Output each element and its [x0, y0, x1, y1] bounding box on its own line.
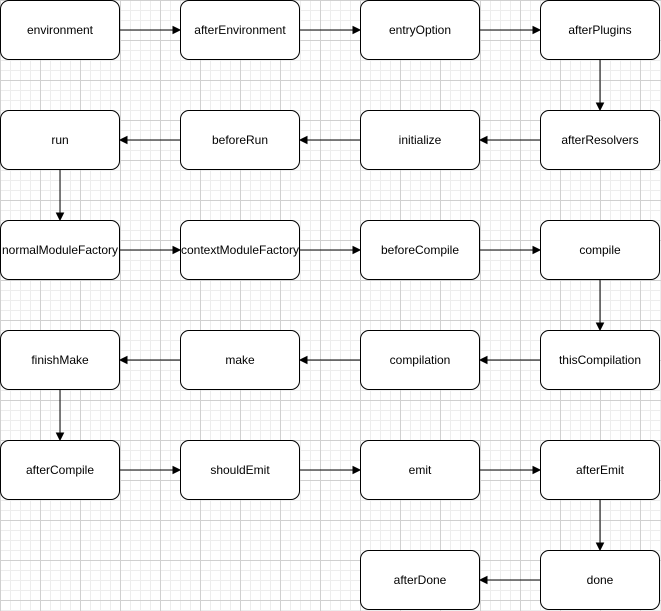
node-initialize[interactable]: initialize: [360, 110, 480, 170]
node-run[interactable]: run: [0, 110, 120, 170]
node-before-run[interactable]: beforeRun: [180, 110, 300, 170]
node-label: done: [586, 573, 614, 587]
edge-done-to-after-done: [478, 575, 540, 585]
node-label: run: [51, 133, 69, 147]
node-label: beforeCompile: [380, 243, 460, 257]
node-after-resolvers[interactable]: afterResolvers: [540, 110, 660, 170]
node-label: afterDone: [393, 573, 447, 587]
node-environment[interactable]: environment: [0, 0, 120, 60]
edge-context-module-factory-to-before-compile: [300, 245, 362, 255]
node-label: normalModuleFactory: [1, 243, 119, 257]
node-label: afterCompile: [25, 463, 95, 477]
edge-make-to-finish-make: [118, 355, 180, 365]
node-label: make: [225, 353, 255, 367]
edge-compile-to-this-compilation: [595, 280, 605, 332]
edge-environment-to-after-environment: [120, 25, 182, 35]
edge-after-resolvers-to-initialize: [478, 135, 540, 145]
node-label: afterEmit: [575, 463, 624, 477]
arrowhead-icon: [118, 355, 128, 365]
edge-this-compilation-to-compilation: [478, 355, 540, 365]
edge-after-compile-to-should-emit: [120, 465, 182, 475]
edge-after-environment-to-entry-option: [300, 25, 362, 35]
arrowhead-icon: [172, 465, 182, 475]
node-label: shouldEmit: [210, 463, 270, 477]
arrowhead-icon: [595, 322, 605, 332]
arrowhead-icon: [595, 102, 605, 112]
arrowhead-icon: [298, 135, 308, 145]
node-entry-option[interactable]: entryOption: [360, 0, 480, 60]
arrowhead-icon: [478, 575, 488, 585]
arrowhead-icon: [532, 245, 542, 255]
edge-before-compile-to-compile: [480, 245, 542, 255]
node-label: emit: [408, 463, 432, 477]
edge-finish-make-to-after-compile: [55, 390, 65, 442]
arrowhead-icon: [595, 542, 605, 552]
edge-entry-option-to-after-plugins: [480, 25, 542, 35]
arrowhead-icon: [55, 432, 65, 442]
arrowhead-icon: [478, 135, 488, 145]
edge-after-emit-to-done: [595, 500, 605, 552]
node-label: environment: [26, 23, 94, 37]
node-done[interactable]: done: [540, 550, 660, 610]
node-before-compile[interactable]: beforeCompile: [360, 220, 480, 280]
node-label: initialize: [398, 133, 442, 147]
node-after-plugins[interactable]: afterPlugins: [540, 0, 660, 60]
arrowhead-icon: [352, 25, 362, 35]
node-label: beforeRun: [211, 133, 269, 147]
node-normal-module-factory[interactable]: normalModuleFactory: [0, 220, 120, 280]
node-make[interactable]: make: [180, 330, 300, 390]
arrowhead-icon: [352, 465, 362, 475]
node-emit[interactable]: emit: [360, 440, 480, 500]
arrowhead-icon: [352, 245, 362, 255]
node-after-environment[interactable]: afterEnvironment: [180, 0, 300, 60]
edge-initialize-to-before-run: [298, 135, 360, 145]
arrowhead-icon: [532, 465, 542, 475]
arrowhead-icon: [55, 212, 65, 222]
arrowhead-icon: [172, 25, 182, 35]
node-label: contextModuleFactory: [180, 243, 300, 257]
node-after-done[interactable]: afterDone: [360, 550, 480, 610]
arrowhead-icon: [532, 25, 542, 35]
edge-before-run-to-run: [118, 135, 180, 145]
node-after-emit[interactable]: afterEmit: [540, 440, 660, 500]
edge-run-to-normal-module-factory: [55, 170, 65, 222]
node-label: afterPlugins: [568, 23, 632, 37]
node-compile[interactable]: compile: [540, 220, 660, 280]
node-label: finishMake: [31, 353, 89, 367]
node-label: afterResolvers: [561, 133, 639, 147]
node-label: thisCompilation: [558, 353, 642, 367]
node-label: compile: [579, 243, 621, 257]
edge-normal-module-factory-to-context-module-factory: [120, 245, 182, 255]
edge-emit-to-after-emit: [480, 465, 542, 475]
node-label: compilation: [389, 353, 451, 367]
node-should-emit[interactable]: shouldEmit: [180, 440, 300, 500]
arrowhead-icon: [172, 245, 182, 255]
edge-should-emit-to-emit: [300, 465, 362, 475]
edge-compilation-to-make: [298, 355, 360, 365]
node-after-compile[interactable]: afterCompile: [0, 440, 120, 500]
node-context-module-factory[interactable]: contextModuleFactory: [180, 220, 300, 280]
node-compilation[interactable]: compilation: [360, 330, 480, 390]
node-this-compilation[interactable]: thisCompilation: [540, 330, 660, 390]
arrowhead-icon: [478, 355, 488, 365]
arrowhead-icon: [118, 135, 128, 145]
arrowhead-icon: [298, 355, 308, 365]
node-finish-make[interactable]: finishMake: [0, 330, 120, 390]
node-label: entryOption: [388, 23, 452, 37]
edge-after-plugins-to-after-resolvers: [595, 60, 605, 112]
node-label: afterEnvironment: [194, 23, 286, 37]
